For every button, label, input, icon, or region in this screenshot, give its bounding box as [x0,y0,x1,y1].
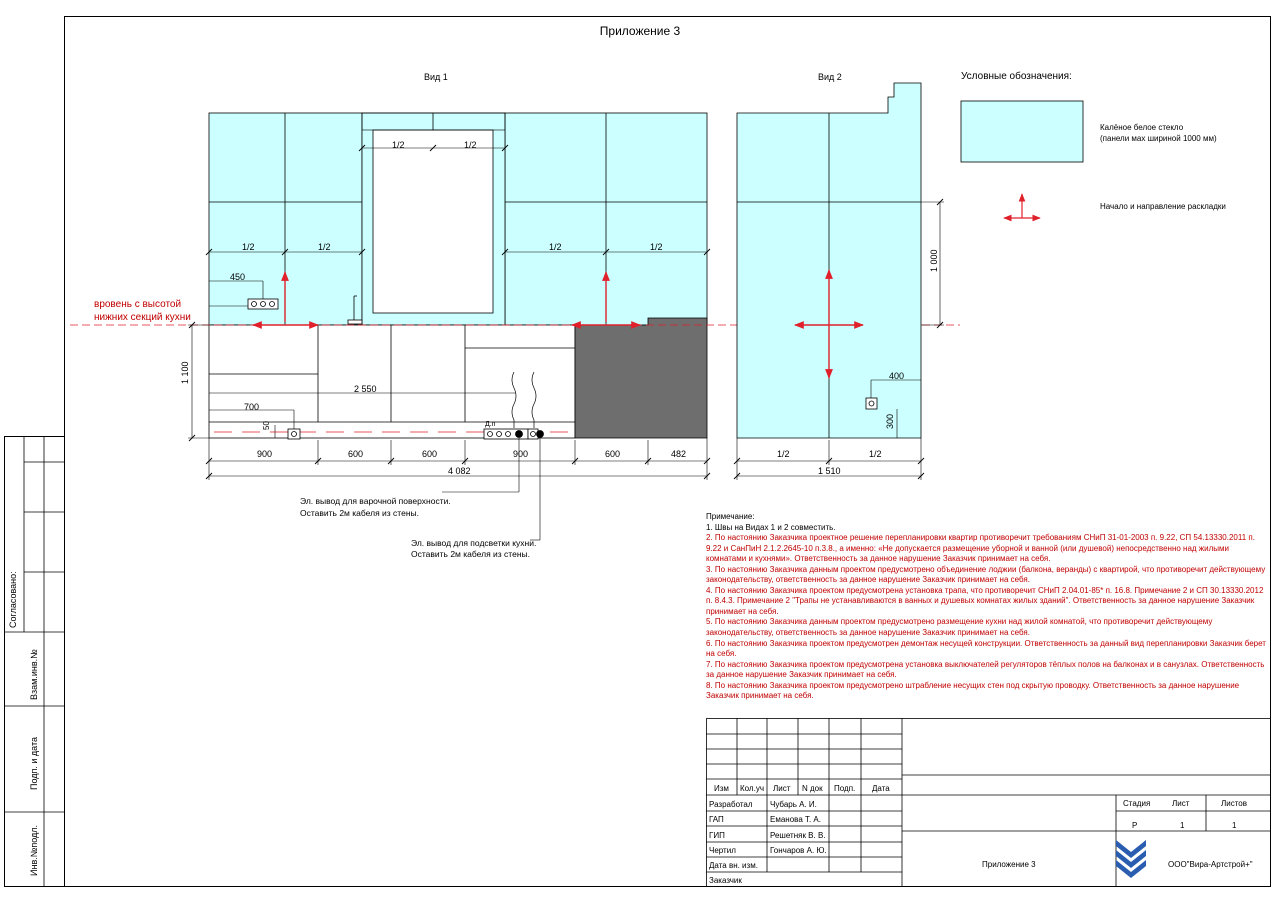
stamp-header: N док [802,784,823,793]
dim-300: 300 [885,413,895,429]
view2-half: 1/2 [777,449,790,459]
dim-half: 1/2 [318,242,331,252]
bottom-dim: 900 [257,449,273,459]
red-arrows-view2 [794,269,864,379]
bottom-dim: 900 [513,449,529,459]
legend-glass-line2: (панели мах шириной 1000 мм) [1100,133,1217,143]
dim-half: 1/2 [464,140,477,150]
note-item: 1. Швы на Видах 1 и 2 совместить. [706,522,836,532]
stamp-header: Подп. [834,784,856,793]
dim-450: 450 [230,272,246,282]
dim-50: 50 [262,421,271,430]
stage-header: Стадия [1123,799,1151,808]
stamp-role: Чертил [709,846,736,855]
callout-lighting-line1: Эл. вывод для подсветки кухни. [411,538,537,548]
note-item: 8. По настоянию Заказчика проектом преду… [706,680,1240,701]
stage-value: Р [1132,821,1138,830]
callout-cooktop-line1: Эл. вывод для варочной поверхности. [300,496,451,506]
legend-glass-label: Калёное белое стекло (панели мах шириной… [1100,123,1217,145]
stage-header: Листов [1221,799,1247,808]
drawing-frame [64,16,1271,887]
note-item: 3. По настоянию Заказчика данным проекто… [706,564,1266,585]
faucet [347,295,363,325]
sockets [247,298,544,440]
view1-title: Вид 1 [424,72,448,82]
note-item: 5. По настоянию Заказчика данным проекто… [706,617,1213,638]
note-item: 7. По настоянию Заказчика проектом преду… [706,659,1265,680]
stamp-company: ООО"Вира-Артстрой+" [1168,860,1253,869]
legend-direction-label: Начало и направление раскладки [1100,202,1226,211]
view2-title: Вид 2 [818,72,842,82]
stamp-role: ГАП [709,815,724,824]
company-logo [1116,840,1146,878]
stamp-role: Разработал [709,800,753,809]
dim-half: 1/2 [549,242,562,252]
stamp-header: Изм [714,784,729,793]
bottom-dim: 600 [348,449,364,459]
stamp-header: Дата [872,784,890,793]
dim-1000: 1 000 [929,249,939,272]
view1-dimension-lines [188,147,708,541]
callout-lighting-line2: Оставить 2м кабеля из стены. [411,549,530,559]
notes-title: Примечание: [706,512,755,521]
red-arrows-view1 [252,271,641,329]
level-label-line2: нижних секций кухни [94,312,191,323]
legend-glass-swatch [960,100,1084,163]
stage-header: Лист [1172,799,1190,808]
dim-1100: 1 100 [180,361,190,384]
bottom-dim: 600 [422,449,438,459]
stamp-person: Решетняк В. В. [770,831,826,840]
level-label-line1: вровень с высотой [94,299,182,310]
dim-700: 700 [244,402,260,412]
callout-cooktop-line2: Оставить 2м кабеля из стены. [300,508,419,518]
note-item: 6. По настоянию Заказчика проектом преду… [706,638,1266,659]
dl-label: Д.п [485,421,496,428]
total-dim-view2: 1 510 [818,466,841,476]
hood-panel [372,129,494,314]
note-item: 4. По настоянию Заказчика проектом преду… [706,585,1264,616]
stamp-person: Еманова Т. А. [770,815,821,824]
legend-direction-arrow [1003,193,1041,222]
dim-half: 1/2 [650,242,663,252]
legend-glass-line1: Калёное белое стекло [1100,123,1184,132]
dim-half: 1/2 [392,140,405,150]
stamp-person: Гончаров А. Ю. [770,846,827,855]
sheet-title: Приложение 3 [599,24,681,38]
dark-wall-section [574,317,708,439]
dim-400: 400 [889,371,905,381]
sheet-value: 1 [1180,821,1185,830]
bottom-dim: 482 [671,449,687,459]
legend-title: Условные обозначения: [961,71,1072,82]
bottom-dim: 600 [605,449,621,459]
stamp-role: Заказчик [709,876,742,885]
lower-cabinets [208,324,576,439]
dim-half: 1/2 [242,242,255,252]
title-block-grid [706,718,1271,887]
stamp-role: Дата вн. изм. [709,861,758,870]
title-block: Изм Кол.уч Лист N док Подп. Дата Разрабо… [706,718,1271,887]
stamp-header: Кол.уч [740,784,764,793]
total-dim-view1: 4 082 [448,466,471,476]
sheets-value: 1 [1232,821,1237,830]
view2-half: 1/2 [869,449,882,459]
notes-block: Примечание: 1. Швы на Видах 1 и 2 совмес… [706,512,1266,702]
side-approval-column [4,436,64,887]
stamp-header: Лист [773,784,791,793]
note-item: 2. По настоянию Заказчика проектное реше… [706,533,1255,564]
stamp-person: Чубарь А. И. [770,800,817,809]
dim-2550: 2 550 [354,384,377,394]
stamp-role: ГИП [709,831,725,840]
stamp-sheet-name: Приложение 3 [982,860,1036,869]
